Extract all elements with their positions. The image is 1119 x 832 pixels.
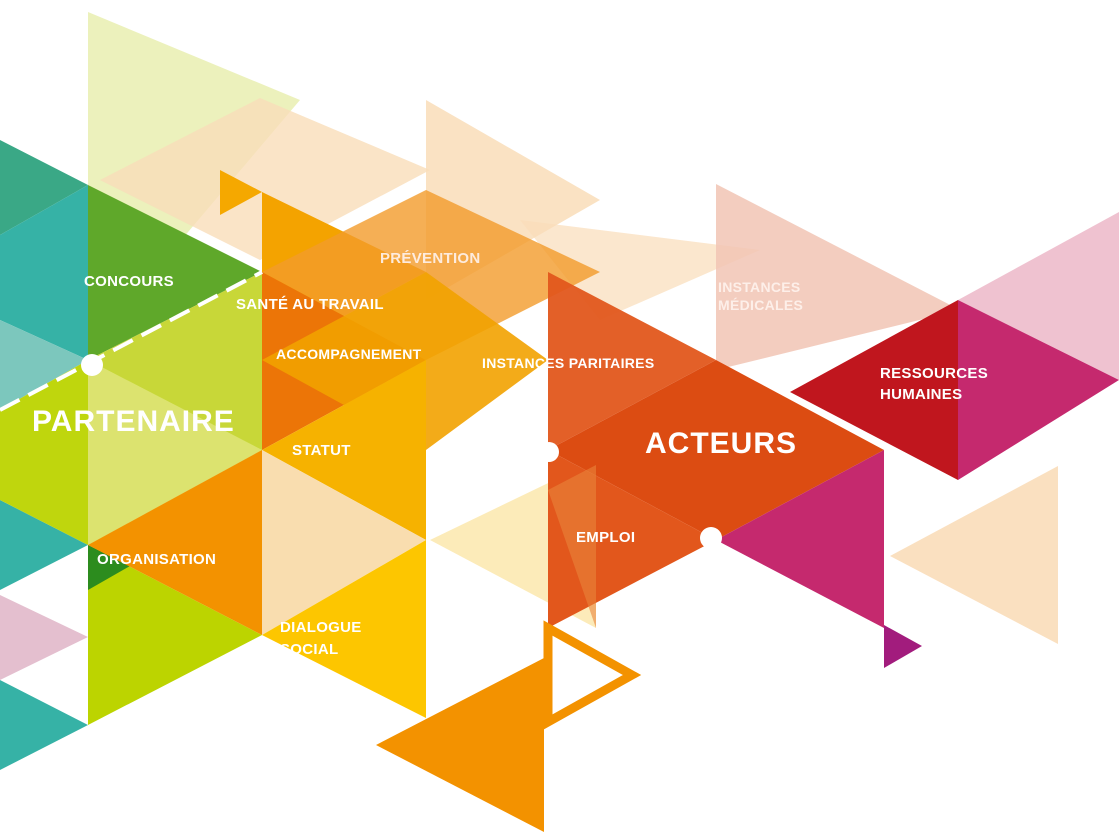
node-acteurs-bottom [700, 527, 722, 549]
label-dialogue-line1: DIALOGUE [280, 619, 362, 636]
label-concours: CONCOURS [84, 273, 174, 290]
red-triangle-ressources [790, 300, 958, 480]
label-partenaire: PARTENAIRE [32, 405, 235, 438]
label-sante-au-travail: SANTÉ AU TRAVAIL [236, 296, 384, 313]
node-partenaire [81, 354, 103, 376]
pink-triangle [958, 212, 1119, 380]
teal-triangle-4 [0, 500, 88, 590]
peach-triangle-center [262, 450, 426, 635]
magenta-triangle-ressources [958, 300, 1119, 480]
label-instances-paritaires: INSTANCES PARITAIRES [482, 355, 654, 371]
label-dialogue-line2: SOCIAL [280, 641, 338, 658]
label-prevention: PRÉVENTION [380, 250, 481, 267]
label-instances-medicales-line1: INSTANCES [718, 279, 801, 295]
teal-triangle-2 [0, 185, 88, 360]
purple-small-triangle [884, 625, 922, 668]
yellow-triangle-dialogue [262, 540, 426, 718]
orange-triangle-statut [262, 360, 426, 540]
red-orange-triangle-paritaires [548, 272, 716, 450]
lime-triangle-bottom [88, 545, 262, 725]
teal-triangle-3 [0, 320, 88, 410]
teal-triangle-1 [0, 140, 88, 235]
label-statut: STATUT [292, 442, 351, 459]
label-instances-medicales-line2: MÉDICALES [718, 297, 803, 313]
lime-triangle-upper [88, 272, 262, 450]
orange-triangle-center [262, 272, 548, 450]
magenta-triangle-lower [716, 450, 884, 628]
label-ressources-line2: HUMAINES [880, 386, 962, 403]
label-acteurs: ACTEURS [645, 427, 797, 460]
node-acteurs-left [539, 442, 559, 462]
pale-lime-triangle [88, 360, 262, 545]
teal-triangle-5 [0, 680, 88, 770]
pink-small-left [0, 595, 88, 680]
orange-outline-triangle [543, 620, 642, 730]
salmon-triangle-instances [716, 184, 960, 370]
label-accompagnement: ACCOMPAGNEMENT [276, 346, 422, 362]
orange-triangle-bottom [376, 658, 544, 832]
orange-triangle-prevention [262, 190, 600, 360]
dashed-connector [0, 270, 263, 412]
peach-triangle-top [100, 98, 430, 260]
peach-triangle-far-right [890, 466, 1058, 644]
orange-small-arrow [220, 170, 262, 215]
label-ressources-line1: RESSOURCES [880, 365, 988, 382]
green-triangle-concours [88, 185, 262, 360]
label-emploi: EMPLOI [576, 529, 635, 546]
orange-triangle-organisation [88, 450, 262, 635]
label-organisation: ORGANISATION [97, 551, 216, 568]
orange-translucent-emploi [548, 465, 596, 628]
dark-green-sliver [88, 545, 130, 590]
